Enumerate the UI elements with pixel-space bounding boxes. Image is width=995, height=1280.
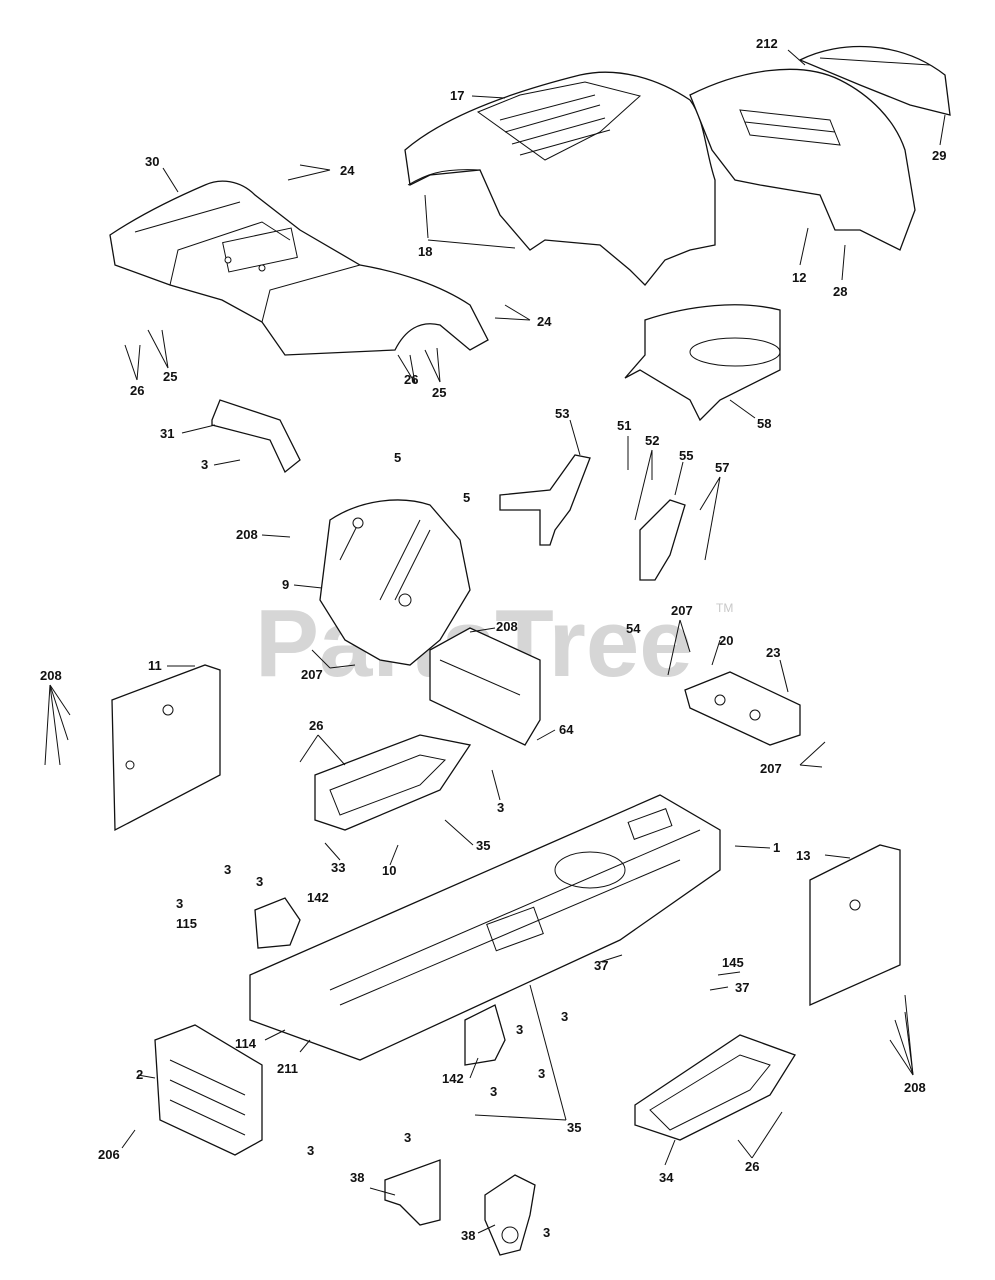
part-bracket-38a xyxy=(384,1159,441,1226)
callout-3-k: 3 xyxy=(404,1130,411,1145)
callout-17: 17 xyxy=(450,88,464,103)
callout-25-a: 25 xyxy=(163,369,177,384)
callout-208-b: 208 xyxy=(496,619,518,634)
callout-38-b: 38 xyxy=(461,1228,475,1243)
callout-20: 20 xyxy=(719,633,733,648)
callout-38-a: 38 xyxy=(350,1170,364,1185)
callout-9: 9 xyxy=(282,577,289,592)
callout-3-e: 3 xyxy=(176,896,183,911)
callout-10: 10 xyxy=(382,863,396,878)
callout-26-c: 26 xyxy=(309,718,323,733)
part-bracket-31 xyxy=(211,399,301,474)
watermark-tm: TM xyxy=(716,601,733,615)
part-rear-fender xyxy=(109,180,489,356)
part-bracket-38b xyxy=(484,1174,536,1256)
part-footrest-left xyxy=(314,734,472,831)
leader-lines xyxy=(44,49,946,1234)
callout-5-b: 5 xyxy=(463,490,470,505)
callout-37-a: 37 xyxy=(594,958,608,973)
part-bracket-142a xyxy=(254,897,301,949)
callout-207-a: 207 xyxy=(301,667,323,682)
part-bracket-55 xyxy=(639,499,686,581)
callout-3-h: 3 xyxy=(538,1066,545,1081)
callout-26-b: 26 xyxy=(404,372,418,387)
callout-12: 12 xyxy=(792,270,806,285)
callout-3-f: 3 xyxy=(561,1009,568,1024)
callout-3-l: 3 xyxy=(543,1225,550,1240)
callout-3-b: 3 xyxy=(497,800,504,815)
part-mount-plate xyxy=(684,671,801,746)
callout-53: 53 xyxy=(555,406,569,421)
callout-142-a: 142 xyxy=(307,890,329,905)
callout-33: 33 xyxy=(331,860,345,875)
callout-114: 114 xyxy=(235,1036,257,1051)
callout-208-c: 208 xyxy=(40,668,62,683)
callout-24-mid: 24 xyxy=(537,314,552,329)
callout-18: 18 xyxy=(418,244,432,259)
callout-3-j: 3 xyxy=(307,1143,314,1158)
part-side-panel-right xyxy=(809,844,901,1007)
callout-31: 31 xyxy=(160,426,174,441)
part-side-plate xyxy=(319,499,471,666)
callout-labels: 17 212 29 30 24 18 12 28 24 26 25 26 25 … xyxy=(40,36,946,1243)
callout-37-b: 37 xyxy=(735,980,749,995)
callout-30: 30 xyxy=(145,154,159,169)
part-bracket-53 xyxy=(499,454,591,546)
callout-208-a: 208 xyxy=(236,527,258,542)
callout-25-b: 25 xyxy=(432,385,446,400)
callout-142-b: 142 xyxy=(442,1071,464,1086)
callout-3-d: 3 xyxy=(256,874,263,889)
callout-58: 58 xyxy=(757,416,771,431)
callout-28: 28 xyxy=(833,284,847,299)
callout-52: 52 xyxy=(645,433,659,448)
callout-13: 13 xyxy=(796,848,810,863)
callout-212: 212 xyxy=(756,36,778,51)
part-footrest-right xyxy=(634,1034,796,1141)
callout-26-a: 26 xyxy=(130,383,144,398)
callout-3-c: 3 xyxy=(224,862,231,877)
callout-11: 11 xyxy=(148,658,162,673)
part-hood xyxy=(404,71,716,286)
callout-3-a: 3 xyxy=(201,457,208,472)
callout-55: 55 xyxy=(679,448,693,463)
callout-26-d: 26 xyxy=(745,1159,759,1174)
callout-207-b: 207 xyxy=(671,603,693,618)
part-main-frame xyxy=(249,794,721,1061)
callout-35-b: 35 xyxy=(567,1120,581,1135)
callout-145: 145 xyxy=(722,955,744,970)
callout-34: 34 xyxy=(659,1170,674,1185)
callout-51: 51 xyxy=(617,418,631,433)
callout-3-i: 3 xyxy=(490,1084,497,1099)
callout-54: 54 xyxy=(626,621,641,636)
part-dash-panel xyxy=(624,304,781,422)
callout-35-a: 35 xyxy=(476,838,490,853)
part-side-panel-left xyxy=(111,664,221,832)
part-console xyxy=(429,627,541,746)
callout-29: 29 xyxy=(932,148,946,163)
part-bracket-142b xyxy=(464,1004,506,1066)
callout-206: 206 xyxy=(98,1147,120,1162)
callout-207-c: 207 xyxy=(760,761,782,776)
callout-24-top: 24 xyxy=(340,163,355,178)
callout-211: 211 xyxy=(277,1061,298,1076)
part-grille xyxy=(689,45,951,251)
part-rear-bracket xyxy=(154,1024,263,1156)
callout-64: 64 xyxy=(559,722,574,737)
callout-57: 57 xyxy=(715,460,729,475)
callout-115: 115 xyxy=(176,916,197,931)
callout-5-a: 5 xyxy=(394,450,401,465)
callout-2: 2 xyxy=(136,1067,143,1082)
callout-1: 1 xyxy=(773,840,780,855)
callout-23: 23 xyxy=(766,645,780,660)
callout-3-g: 3 xyxy=(516,1022,523,1037)
callout-208-d: 208 xyxy=(904,1080,926,1095)
